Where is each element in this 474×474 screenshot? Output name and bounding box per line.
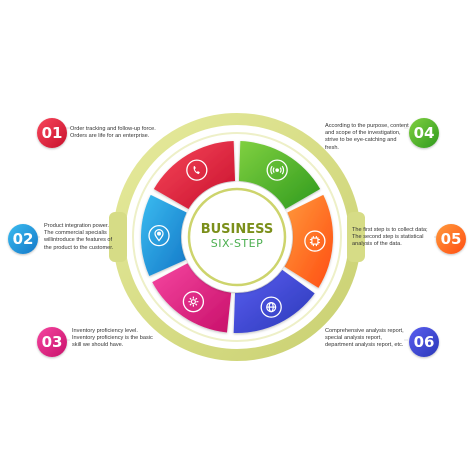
step-badge-01: 01 xyxy=(37,118,67,148)
center-hub xyxy=(182,182,292,292)
step-badge-04: 04 xyxy=(409,118,439,148)
step-text-01: Order tracking and follow-up force. Orde… xyxy=(70,126,156,140)
chip-icon xyxy=(304,230,326,252)
step-text-02: Product integration power. The commercia… xyxy=(44,223,114,251)
segment-01 xyxy=(153,141,236,209)
segment-04 xyxy=(238,141,321,209)
step-badge-02: 02 xyxy=(8,224,38,254)
globe-icon xyxy=(260,296,282,318)
connector-lines xyxy=(36,127,438,341)
step-text-06: Comprehensive analysis report, special a… xyxy=(325,328,404,349)
center-subtitle: SIX-STEP xyxy=(210,237,264,250)
gear-icon xyxy=(182,291,205,313)
ring-knob-right xyxy=(347,212,365,262)
step-text-03: Inventory proficiency level. Inventory p… xyxy=(72,328,153,349)
step-text-05: The first step is to collect data; The s… xyxy=(352,227,428,248)
segment-05 xyxy=(284,194,334,288)
segment-02 xyxy=(141,194,187,277)
phone-icon xyxy=(186,159,208,181)
step-badge-06: 06 xyxy=(409,327,439,357)
center-title: BUSINESS xyxy=(200,222,274,237)
location-pin-icon xyxy=(148,224,170,247)
step-text-04: According to the purpose, content and sc… xyxy=(325,123,409,151)
step-badge-05: 05 xyxy=(436,224,466,254)
segment-06 xyxy=(233,269,315,333)
ring-knob-left xyxy=(109,212,127,262)
signal-icon xyxy=(266,159,288,181)
step-badge-03: 03 xyxy=(37,327,67,357)
segment-03 xyxy=(152,263,232,333)
segment-ring xyxy=(141,141,334,333)
